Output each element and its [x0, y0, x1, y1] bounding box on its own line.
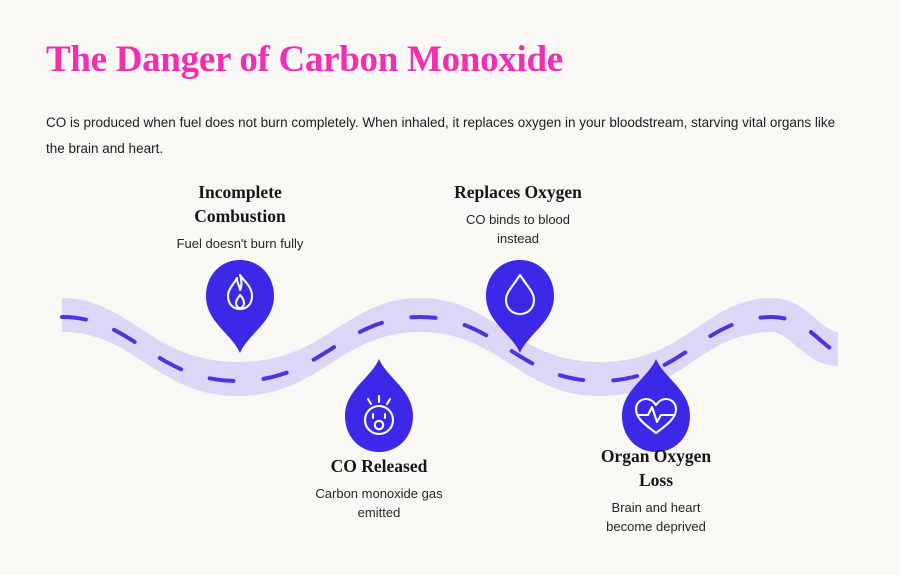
journey-label-description: CO binds to blood instead: [465, 212, 571, 246]
flame-icon: [226, 273, 254, 311]
intro-paragraph: CO is produced when fuel does not burn c…: [46, 115, 836, 157]
journey-label-title: CO Released: [330, 456, 428, 476]
heart-pulse-icon: [634, 397, 678, 435]
journey-label-description: Fuel doesn't burn fully: [176, 236, 304, 252]
journey-label-incomplete-combustion: Incomplete Combustion Fuel doesn't burn …: [150, 180, 330, 254]
journey-label-replaces-oxygen: Replaces Oxygen CO binds to blood instea…: [428, 180, 608, 248]
journey-label-title: Replaces Oxygen: [454, 182, 582, 202]
pin-shape: [206, 260, 274, 353]
road-band: [62, 258, 838, 396]
journey-pin-replaces-oxygen[interactable]: [484, 258, 556, 354]
road-center-dashes: [60, 314, 840, 384]
journey-label-title: Incomplete Combustion: [194, 182, 286, 227]
journey-pin-organ-oxygen-loss[interactable]: [620, 358, 692, 454]
journey-label-description: Brain and heart become deprived: [606, 500, 706, 534]
water-drop-icon: [504, 273, 536, 316]
page-title: The Danger of Carbon Monoxide: [46, 39, 563, 80]
journey-label-description: Carbon monoxide gas emitted: [315, 486, 443, 520]
journey-label-co-released: CO Released Carbon monoxide gas emitted: [289, 454, 469, 522]
gas-alarm-icon: [363, 394, 395, 436]
journey-pin-co-released[interactable]: [343, 358, 415, 454]
journey-label-title: Organ Oxygen Loss: [600, 446, 712, 491]
journey-label-organ-oxygen-loss: Organ Oxygen Loss Brain and heart become…: [566, 444, 746, 536]
pin-shape: [486, 260, 554, 353]
journey-pin-incomplete-combustion[interactable]: [204, 258, 276, 354]
